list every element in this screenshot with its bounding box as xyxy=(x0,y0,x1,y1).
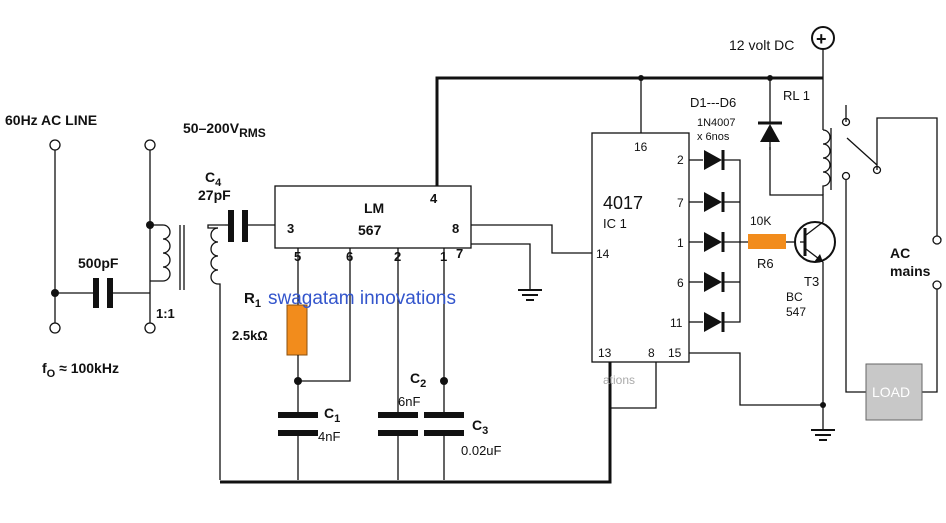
c4-value: 27pF xyxy=(198,187,231,203)
r1-value: 2.5kΩ xyxy=(232,328,268,343)
lm567-ic xyxy=(274,185,472,249)
ac-line-input xyxy=(49,139,156,334)
lm567-pin-3: 3 xyxy=(287,221,294,236)
transformer-1-1 xyxy=(150,224,225,480)
load-box xyxy=(865,363,923,421)
resistor-r1 xyxy=(286,304,308,356)
t3-part-2: 547 xyxy=(786,305,806,319)
ic4017-out-1: 1 xyxy=(677,236,684,250)
ic4017-out-6: 6 xyxy=(677,276,684,290)
diodes-part: 1N4007 xyxy=(697,117,736,129)
lm567-pin-6: 6 xyxy=(346,249,353,264)
ic4017-out-2: 2 xyxy=(677,153,684,167)
input-terminal-top-left xyxy=(49,139,61,151)
input-terminal-top-right xyxy=(144,139,156,151)
ic-4017 xyxy=(591,132,690,363)
c2-value: 6nF xyxy=(398,394,420,409)
c4-label: C4 xyxy=(205,169,222,189)
ic4017-ref: IC 1 xyxy=(603,216,627,231)
ic4017-out-11: 11 xyxy=(670,316,683,330)
mains-terminal-top xyxy=(932,235,942,245)
lm567-part: 567 xyxy=(358,222,382,238)
c-line-value: 500pF xyxy=(78,255,119,271)
ic4017-out-7: 7 xyxy=(677,196,684,210)
ghost-text: ations xyxy=(603,373,635,387)
lm567-pin-2: 2 xyxy=(394,249,401,264)
relay-ref: RL 1 xyxy=(783,88,810,103)
freq-label: fO ≈ 100kHz xyxy=(42,360,119,380)
ic4017-pin-8: 8 xyxy=(648,346,655,360)
diode-array xyxy=(689,150,748,332)
input-terminal-bottom-right xyxy=(144,322,156,334)
c3-value: 0.02uF xyxy=(461,443,502,458)
transistor-t3 xyxy=(794,221,836,263)
c1-value: 4nF xyxy=(318,429,340,444)
lm567-pin-1: 1 xyxy=(440,249,447,264)
ic4017-pin-16: 16 xyxy=(634,140,648,154)
c3-label: C3 xyxy=(472,417,488,437)
mains-terminal-bottom xyxy=(932,280,942,290)
ground-symbol-lm567 xyxy=(518,289,542,301)
lm567-title: LM xyxy=(364,200,384,216)
r6-ref: R6 xyxy=(757,256,774,271)
r1-label: R1 xyxy=(244,290,261,310)
ic4017-pin-13: 13 xyxy=(598,346,612,360)
mains-label-1: AC xyxy=(890,245,910,261)
r6-value: 10K xyxy=(750,214,771,228)
ground-symbol-main xyxy=(811,429,835,441)
diodes-ref: D1---D6 xyxy=(690,95,736,110)
t3-ref: T3 xyxy=(804,274,819,289)
mains-label-2: mains xyxy=(890,263,931,279)
t3-part-1: BC xyxy=(786,290,803,304)
lm567-pin-5: 5 xyxy=(294,249,301,264)
diodes-qty: x 6nos xyxy=(697,131,730,143)
transformer-ratio: 1:1 xyxy=(156,306,175,321)
watermark: swagatam innovations xyxy=(268,288,456,309)
c2-label: C2 xyxy=(410,370,426,390)
resistor-r6 xyxy=(748,234,786,249)
ic4017-part: 4017 xyxy=(603,193,643,213)
relay-contacts xyxy=(841,105,942,393)
voltage-label: 50–200VRMS xyxy=(183,120,266,140)
capacitor-c4 xyxy=(225,210,275,242)
load-label: LOAD xyxy=(872,384,910,400)
ic4017-pin-15: 15 xyxy=(668,346,682,360)
lm567-pin-8: 8 xyxy=(452,221,459,236)
ac-line-label: 60Hz AC LINE xyxy=(5,112,97,128)
lm567-pin-4: 4 xyxy=(430,191,438,206)
dc-plus-terminal xyxy=(811,26,835,50)
lm567-pin-7: 7 xyxy=(456,246,463,261)
power-symbol: + xyxy=(816,29,827,49)
input-terminal-bottom-left xyxy=(49,322,61,334)
ic4017-pin-14: 14 xyxy=(596,247,610,261)
c1-label: C1 xyxy=(324,405,340,425)
power-label: 12 volt DC xyxy=(729,37,794,53)
